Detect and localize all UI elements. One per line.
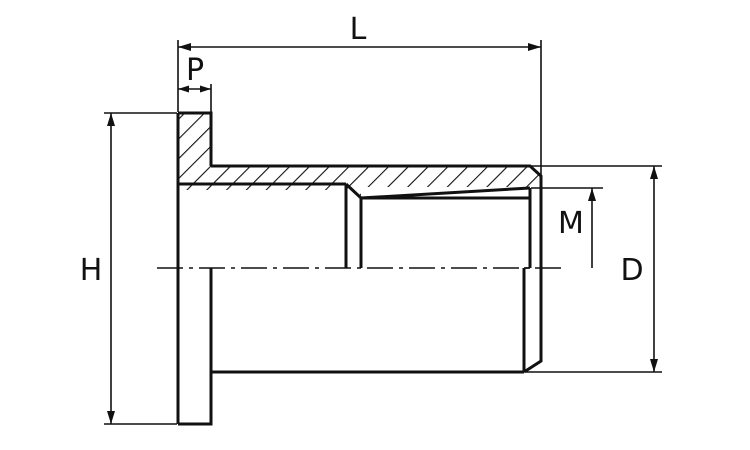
dimension-D: D xyxy=(526,165,662,373)
dimension-L: L xyxy=(177,12,542,176)
dimension-label-H: H xyxy=(80,253,103,288)
dimension-label-M: M xyxy=(558,206,584,241)
dimension-label-L: L xyxy=(350,12,367,47)
dimension-H: H xyxy=(80,112,177,425)
section-hatch xyxy=(178,113,541,198)
dimension-label-D: D xyxy=(620,253,643,288)
dimension-P: P xyxy=(178,53,212,112)
dimension-label-P: P xyxy=(186,53,204,88)
dimension-M: M xyxy=(531,187,603,268)
